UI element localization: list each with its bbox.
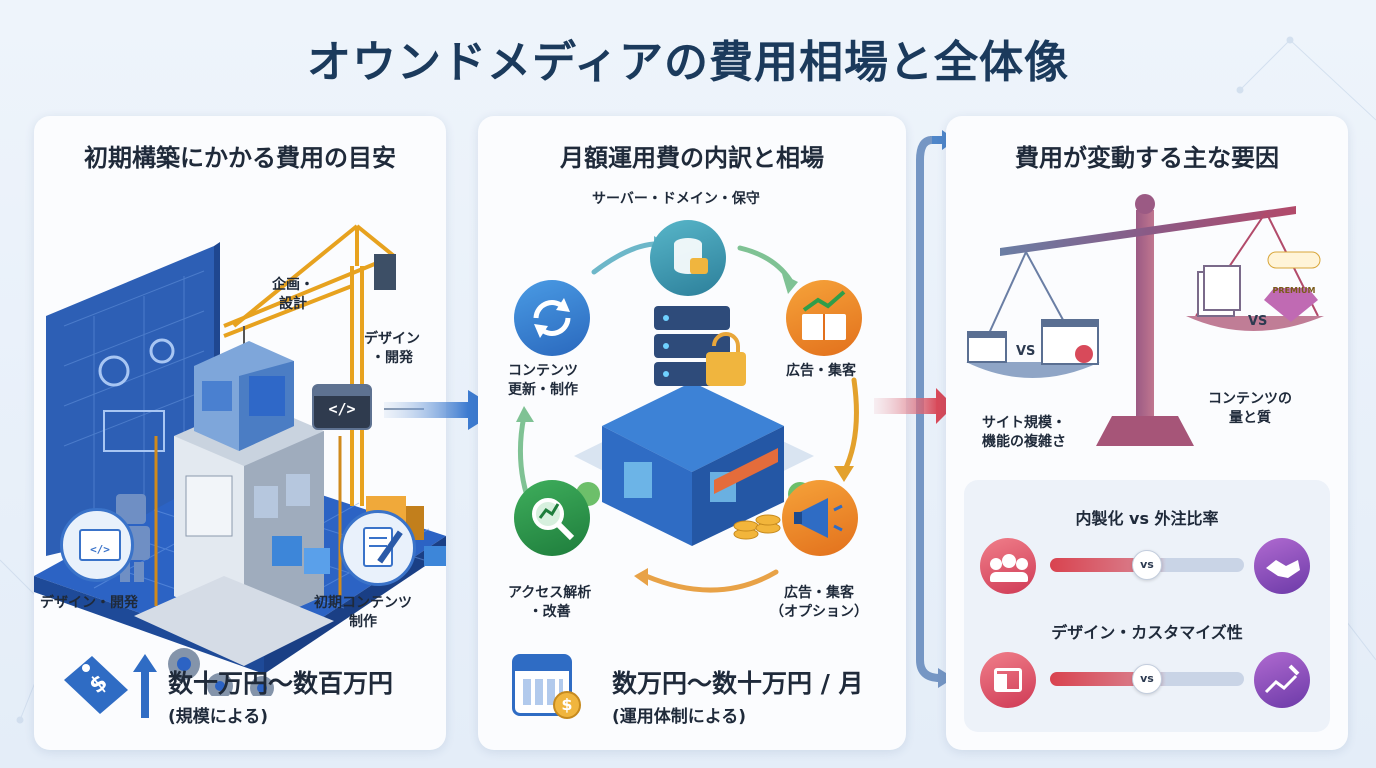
building-under-construction [134,341,334,666]
up-arrow-icon [133,654,157,718]
layout-icon [980,652,1036,708]
cycle-arrows [516,236,859,593]
megaphone-icon [782,480,858,556]
comparison-2-knob: vs [1132,664,1162,694]
gear-decorations [168,648,274,696]
label-planning: 企画・ 設計 [272,277,314,312]
initial-cost-heading: 初期構築にかかる費用の目安 [84,144,396,172]
balance-scale [966,194,1324,446]
calendar-dollar-icon: $ [512,654,581,719]
label-server-domain: サーバー・ドメイン・保守 [592,191,760,207]
document-pen-icon [340,510,416,586]
cost-factors-panel: 費用が変動する主な要因 VS VS [946,116,1348,750]
monthly-price-note: (運用体制による) [612,707,747,727]
flow-arrows-2 [874,130,954,688]
crane-counterweight [374,254,396,290]
comparison-2-title: デザイン・カスタマイズ性 [1051,623,1243,642]
cost-factors-heading: 費用が変動する主な要因 [1015,144,1279,172]
comparison-1-knob: vs [1132,550,1162,580]
label-ads: 広告・集客 [786,363,856,379]
label-content-quality: コンテンツの 量と質 [1208,391,1292,426]
comparison-1-title: 内製化 vs 外注比率 [1075,509,1219,528]
code-window-icon: </> [312,384,372,430]
page-title: オウンドメディアの費用相場と全体像 [307,37,1069,88]
label-site-scale: サイト規模・ 機能の複雑さ [982,415,1066,450]
price-tag-icon: $ [64,656,128,714]
label-ads-option: 広告・集客 （オプション） [770,585,868,620]
label-design-dev-bottom: デザイン・開発 [40,595,138,611]
lock-icon [706,332,746,386]
creative-edit-icon [1254,652,1310,708]
database-lock-icon [650,220,726,296]
refresh-icon [514,280,590,356]
handshake-icon [1254,538,1310,594]
vs-label-right: VS [1248,314,1268,329]
team-icon [980,538,1036,594]
label-analysis: アクセス解析 ・改善 [508,585,592,620]
construction-illustration [34,224,446,696]
browser-windows-icon [967,319,1099,365]
initial-price-note: (規模による) [168,707,269,727]
label-initial-content: 初期コンテンツ 制作 [314,595,412,630]
documents-gem-icon [1197,251,1321,322]
server-store-illustration [574,306,814,546]
monthly-cost-heading: 月額運用費の内訳と相場 [560,144,824,172]
growth-book-icon [786,280,862,356]
monthly-price: 数万円〜数十万円 / 月 [612,669,864,698]
initial-price: 数十万円〜数百万円 [168,669,394,698]
vs-label-left: VS [1016,344,1036,359]
design-dev-icon: </> [60,508,134,582]
label-content-update: コンテンツ 更新・制作 [508,363,578,398]
analytics-magnifier-icon [514,480,590,556]
initial-cost-panel: 初期構築にかかる費用の目安 [34,116,446,750]
monthly-cost-panel: 月額運用費の内訳と相場 [478,116,906,750]
comparison-box: 内製化 vs 外注比率 vs デザイン・カスタマイズ性 vs [964,480,1330,732]
coin-stack [733,514,781,540]
label-design-dev-top: デザイン ・開発 [364,331,420,366]
premium-badge: PREMIUM [1272,286,1316,295]
